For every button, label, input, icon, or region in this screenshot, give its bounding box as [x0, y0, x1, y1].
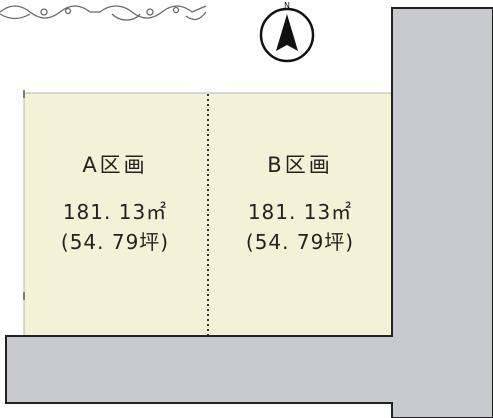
plot-b-area: 181. 13㎡ — [247, 200, 353, 224]
plot-a-tsubo: (54. 79坪) — [60, 230, 170, 254]
plot-a-name: A区画 — [82, 153, 148, 177]
road — [5, 7, 493, 418]
north-label: N — [284, 1, 290, 10]
plot-a-area: 181. 13㎡ — [62, 200, 168, 224]
floral-ornament-icon — [0, 5, 207, 21]
plot-b-name: B区画 — [267, 153, 333, 177]
north-arrow-icon: N — [259, 1, 315, 63]
plot-b-tsubo: (54. 79坪) — [245, 230, 355, 254]
